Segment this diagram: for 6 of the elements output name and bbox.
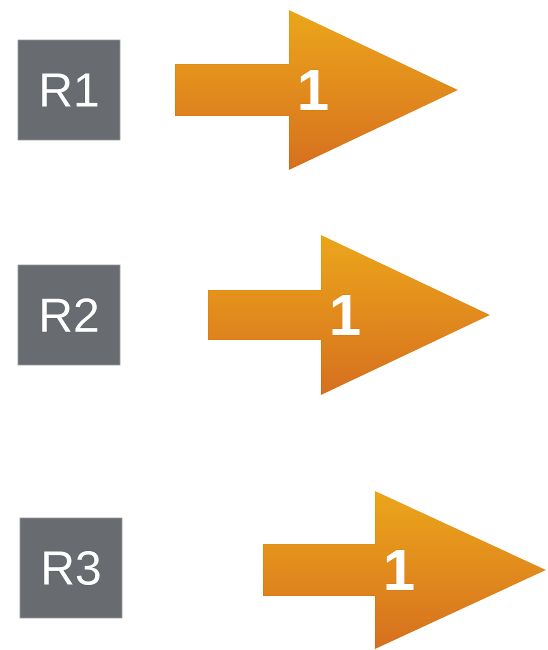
block-arrow: 1	[300, 70, 328, 110]
register-box: R3	[20, 518, 122, 618]
register-box: R2	[18, 264, 120, 366]
register-box: R1	[18, 40, 120, 140]
block-arrow: 1	[386, 550, 414, 590]
block-arrow: 1	[332, 295, 360, 335]
